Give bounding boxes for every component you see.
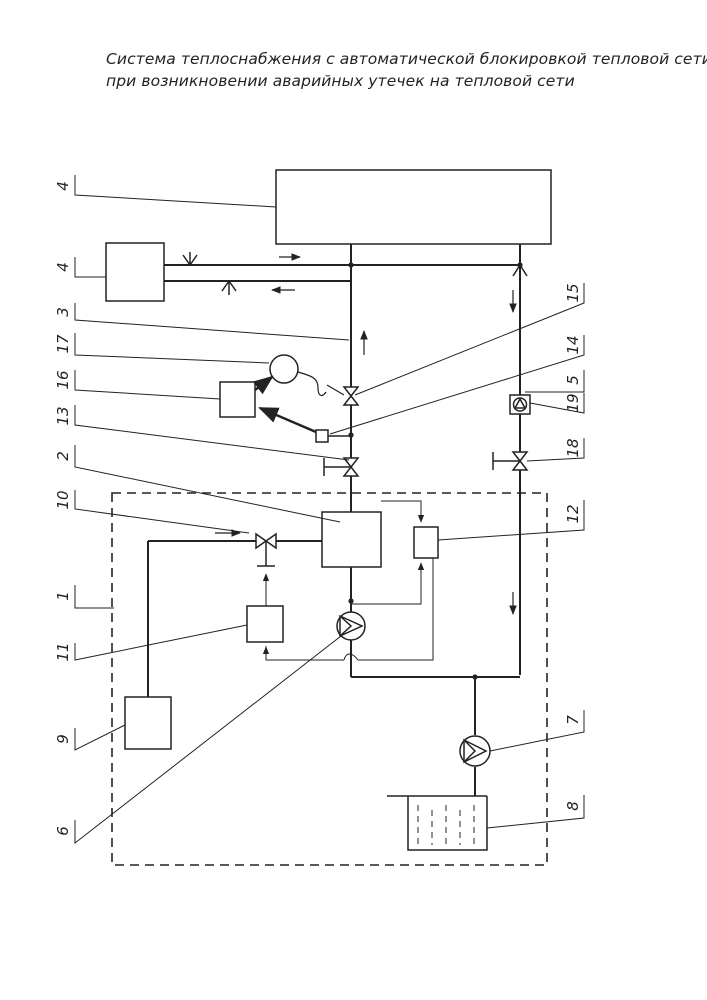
label-12: 12 <box>564 504 582 523</box>
drive-17-icon <box>270 355 298 383</box>
pipes <box>148 244 520 796</box>
label-10: 10 <box>54 490 72 509</box>
label-3: 3 <box>54 307 72 317</box>
label-4-top: 4 <box>54 181 72 191</box>
valve-18-icon <box>493 452 527 470</box>
controller-16 <box>220 382 255 417</box>
label-18: 18 <box>564 438 582 457</box>
valve-13-icon <box>324 458 358 476</box>
sensor-14 <box>316 430 328 442</box>
label-14: 14 <box>564 335 582 354</box>
label-8: 8 <box>564 801 582 811</box>
block-11 <box>247 606 283 642</box>
label-13: 13 <box>54 406 72 425</box>
pump-7-icon <box>460 736 490 766</box>
label-16: 16 <box>54 370 72 389</box>
valve-15-icon <box>344 387 358 405</box>
flow-arrows <box>215 257 513 614</box>
label-17: 17 <box>54 334 72 354</box>
valve-10-icon <box>256 534 276 566</box>
flow-meter-19-icon <box>510 395 530 414</box>
label-1: 1 <box>54 591 72 601</box>
block-9 <box>125 697 171 749</box>
consumer-block-4-top <box>276 170 551 244</box>
label-9: 9 <box>54 734 72 744</box>
block-12 <box>414 527 438 558</box>
label-19: 19 <box>564 393 582 412</box>
pump-6-icon <box>337 612 365 640</box>
label-6: 6 <box>54 826 72 836</box>
label-11: 11 <box>54 642 72 661</box>
label-5: 5 <box>564 375 582 385</box>
label-7: 7 <box>564 715 582 725</box>
junctions <box>348 262 522 679</box>
consumer-block-4-left <box>106 243 164 301</box>
boundary-1 <box>112 493 547 865</box>
check-valve-icons <box>183 252 527 295</box>
tank-8 <box>387 796 487 850</box>
label-4-left: 4 <box>54 262 72 272</box>
label-15: 15 <box>564 283 582 302</box>
signal-lines <box>266 558 433 660</box>
leader-lines <box>75 175 584 843</box>
label-2: 2 <box>54 451 72 461</box>
